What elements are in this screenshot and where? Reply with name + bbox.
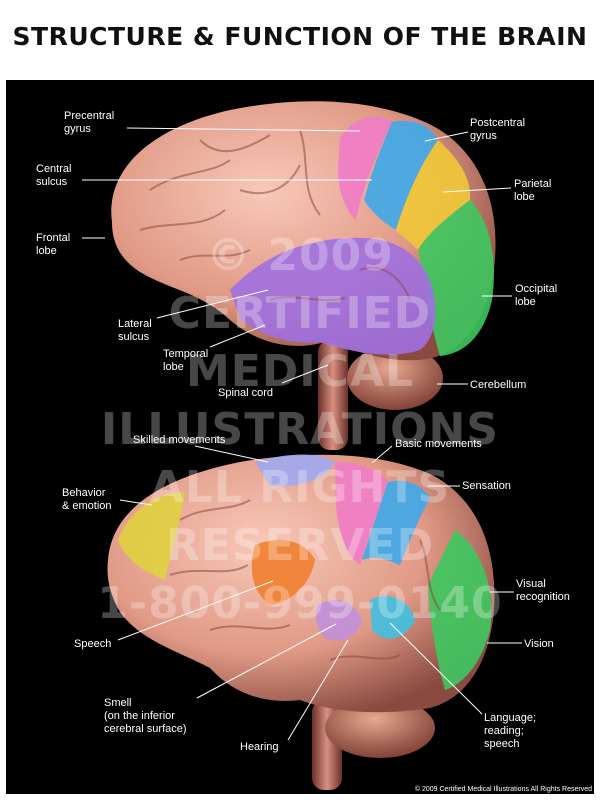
label-sensation: Sensation xyxy=(462,480,511,492)
top-brain xyxy=(111,101,496,450)
top-temporal-region xyxy=(230,237,436,355)
bottom-cerebellum-shape xyxy=(325,698,435,758)
watermark-line-3: MEDICAL xyxy=(185,346,415,397)
label-basic-movements: Basic movements xyxy=(395,438,482,450)
top-cerebellum-shape xyxy=(347,346,443,410)
label-precentral-gyrus: Precentral gyrus xyxy=(64,110,115,135)
hearing-region xyxy=(316,600,362,641)
behavior-emotion-region xyxy=(118,492,185,580)
visual-region xyxy=(428,530,492,690)
label-speech: Speech xyxy=(74,638,112,650)
label-hearing: Hearing xyxy=(240,741,279,753)
label-parietal-lobe: Parietal lobe xyxy=(514,178,552,203)
watermark-line-1: © 2009 xyxy=(206,230,394,281)
watermark-line-5: ALL RIGHTS xyxy=(149,462,451,513)
label-vision: Vision xyxy=(524,638,554,650)
label-central-sulcus: Central sulcus xyxy=(36,163,72,188)
label-postcentral-gyrus: Postcentral gyrus xyxy=(470,117,526,142)
watermark-line-6: RESERVED xyxy=(165,520,435,571)
title-bar: STRUCTURE & FUNCTION OF THE BRAIN xyxy=(0,0,600,80)
watermark-line-2: CERTIFIED xyxy=(168,288,432,339)
label-skilled-movements: Skilled movements xyxy=(133,434,226,446)
top-spinal-cord-shape xyxy=(318,340,348,450)
label-occipital-lobe: Occipital lobe xyxy=(515,283,558,308)
top-precentral-region xyxy=(338,116,392,220)
top-postcentral-region xyxy=(364,120,438,230)
label-cerebellum: Cerebellum xyxy=(470,379,527,391)
top-occipital-region xyxy=(418,200,494,356)
label-visual-recognition: Visual recognition xyxy=(516,578,570,603)
label-temporal-lobe: Temporal lobe xyxy=(163,348,209,373)
skilled-movements-region xyxy=(255,454,335,487)
watermark-line-7: 1-800-999-0140 xyxy=(97,578,503,629)
label-behavior-emotion: Behavior & emotion xyxy=(62,487,112,512)
basic-movements-region xyxy=(335,462,388,565)
label-frontal-lobe: Frontal lobe xyxy=(36,232,71,257)
page-title: STRUCTURE & FUNCTION OF THE BRAIN xyxy=(12,22,588,51)
watermark-line-4: ILLUSTRATIONS xyxy=(100,404,500,455)
label-lateral-sulcus: Lateral sulcus xyxy=(118,318,152,343)
speech-region xyxy=(251,540,315,605)
language-region xyxy=(370,596,415,639)
label-spinal-cord: Spinal cord xyxy=(218,387,274,399)
leader-lines xyxy=(82,127,522,741)
top-gyri-lines xyxy=(139,129,411,302)
top-parietal-region xyxy=(396,140,471,250)
copyright-notice: © 2009 Certified Medical Illustrations A… xyxy=(414,786,592,793)
label-smell: Smell (on the inferior cerebral surface) xyxy=(104,697,187,735)
sensation-region xyxy=(362,480,430,565)
label-language: Language; reading; speech xyxy=(484,712,536,750)
bottom-brain xyxy=(107,454,495,790)
